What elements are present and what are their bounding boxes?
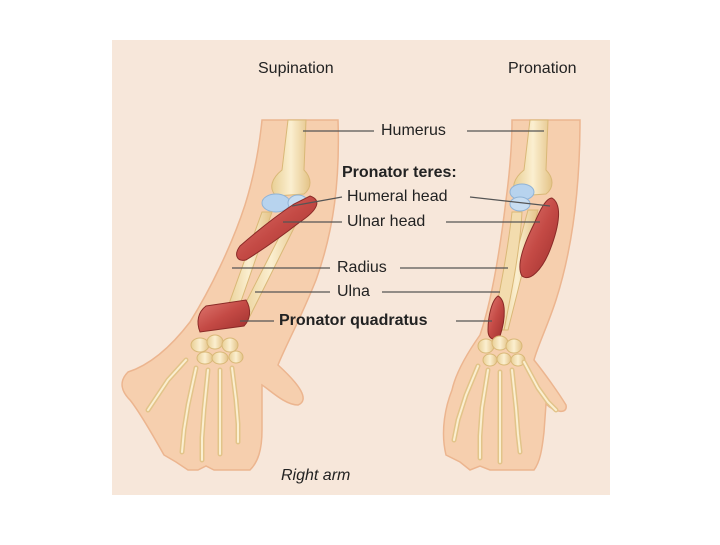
- label-pronator-teres: Pronator teres:: [342, 164, 457, 182]
- label-ulnar-head: Ulnar head: [347, 213, 425, 231]
- label-humeral-head: Humeral head: [347, 188, 448, 206]
- caption-right-arm: Right arm: [281, 467, 350, 485]
- heading-supination: Supination: [258, 60, 334, 78]
- heading-pronation: Pronation: [508, 60, 577, 78]
- label-pronator-quadratus: Pronator quadratus: [279, 312, 427, 330]
- label-humerus: Humerus: [381, 122, 446, 140]
- label-radius: Radius: [337, 259, 387, 277]
- label-ulna: Ulna: [337, 283, 370, 301]
